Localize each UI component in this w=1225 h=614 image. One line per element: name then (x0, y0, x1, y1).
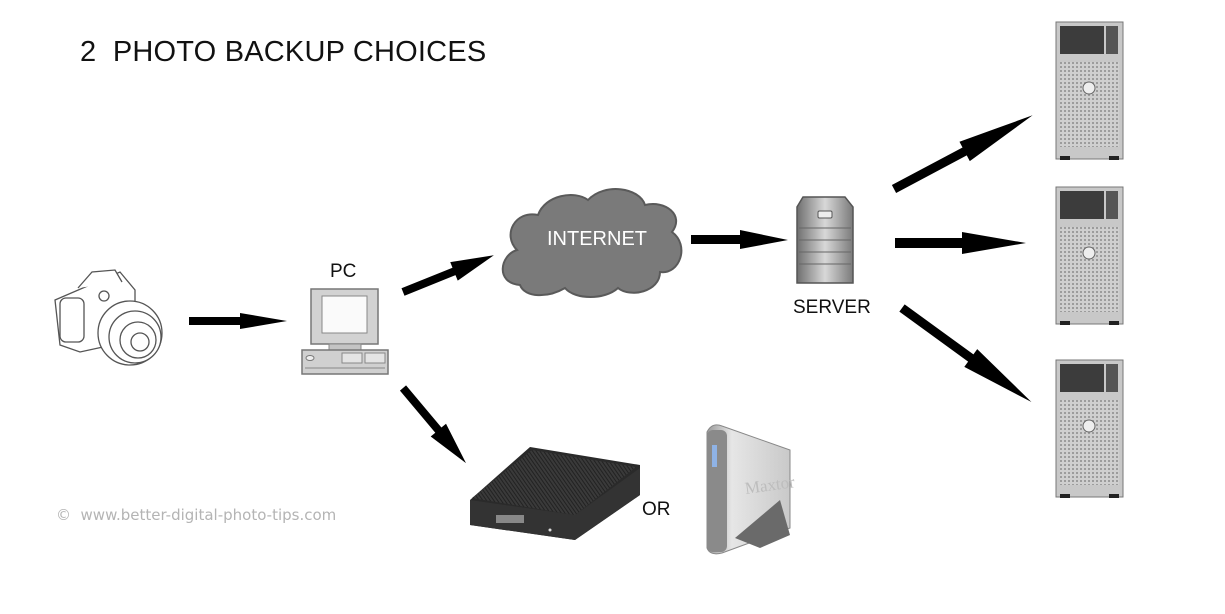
cloud-icon: INTERNET (501, 188, 683, 298)
tower-server-icon (1055, 186, 1124, 325)
arrow-server-to-tower-1 (891, 115, 1033, 193)
pc-label: PC (330, 261, 357, 282)
arrow-internet-to-server (691, 230, 788, 249)
tower-server-icon (1055, 359, 1124, 498)
arrow-camera-to-pc (189, 313, 287, 329)
external-hard-drive-icon: Maxtor (706, 424, 796, 555)
arrow-pc-to-internet (401, 255, 494, 296)
diagram-title: 2 PHOTO BACKUP CHOICES (80, 36, 487, 68)
arrow-pc-to-drive (399, 385, 466, 464)
server-label: SERVER (793, 297, 871, 318)
desktop-computer-icon (301, 288, 389, 375)
or-label: OR (642, 499, 671, 520)
tower-server-icon (1055, 21, 1124, 160)
arrow-server-to-tower-2 (895, 232, 1026, 254)
portable-hard-drive-icon (470, 447, 640, 540)
server-icon (796, 196, 854, 284)
camera-icon (54, 269, 163, 366)
internet-label: INTERNET (547, 228, 647, 250)
copyright-text: © www.better-digital-photo-tips.com (56, 506, 337, 524)
arrow-server-to-tower-3 (899, 304, 1032, 403)
